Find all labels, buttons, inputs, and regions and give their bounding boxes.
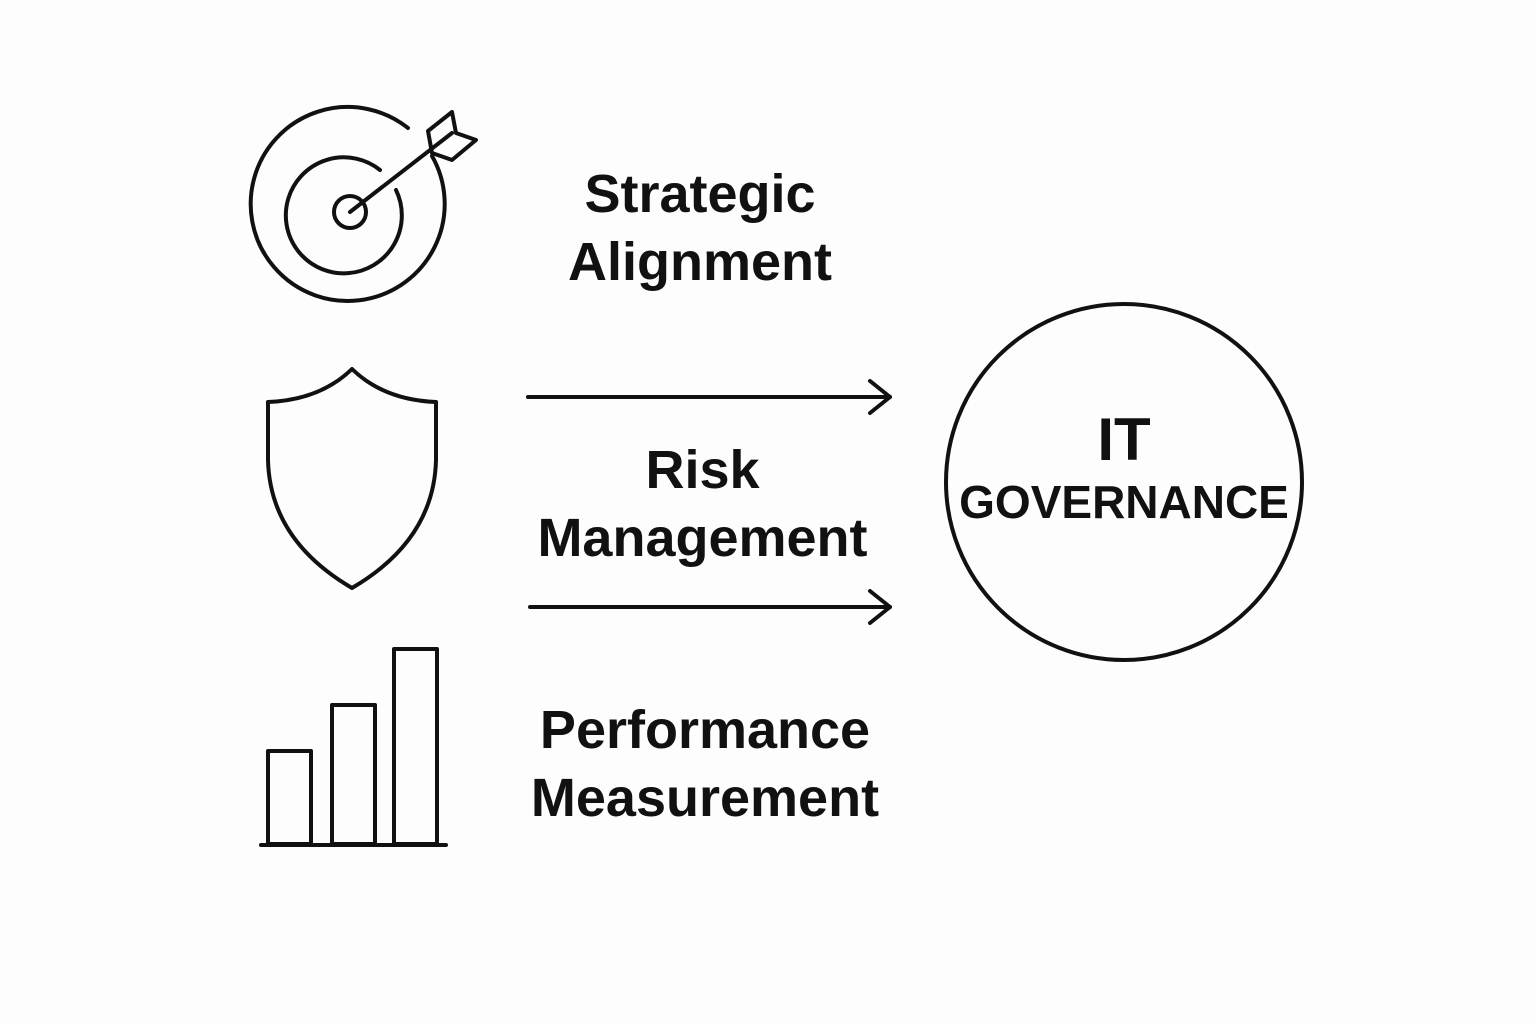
label-line: Alignment	[568, 232, 832, 292]
hub-circle	[944, 302, 1304, 662]
label-line: Measurement	[530, 768, 880, 828]
arrow-bottom	[528, 589, 892, 625]
label-line: Strategic	[584, 164, 816, 224]
arrow-top	[526, 379, 892, 415]
label-line: Management	[537, 508, 868, 568]
label-risk-management: Risk Management	[500, 436, 905, 572]
shield-icon	[266, 367, 438, 590]
label-line: Performance	[539, 700, 871, 760]
label-performance-measurement: Performance Measurement	[490, 696, 920, 832]
hub-label: IT GOVERNANCE	[946, 406, 1302, 530]
target-icon	[248, 104, 478, 303]
bar-chart-icon	[259, 647, 448, 847]
hub-title: IT	[1097, 406, 1151, 473]
hub-subtitle: GOVERNANCE	[959, 476, 1289, 528]
label-strategic-alignment: Strategic Alignment	[520, 160, 880, 296]
label-line: Risk	[645, 440, 760, 500]
